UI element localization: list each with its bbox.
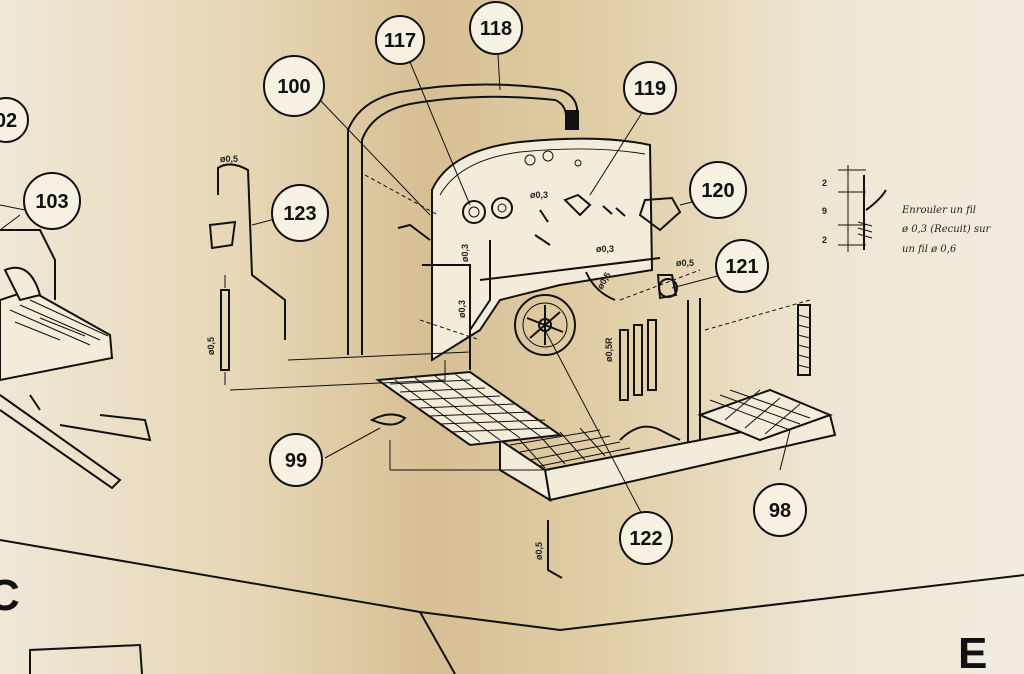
winding-note-line3: un fil ø 0,6 [902,244,957,255]
winding-detail: 2 9 2 Enrouler un fil ø 0,3 (Recuit) sur… [822,165,992,255]
dim-label: ø0,5 [534,542,544,560]
section-letter-e: E [958,629,987,674]
callout-circle [263,55,325,117]
coil-part [797,304,811,376]
callout-100: 100 [263,55,325,117]
callout-circle [375,15,425,65]
callout-circle [623,61,677,115]
callout-label: 02 [0,110,17,132]
callout-bubbles: 100 117 118 119 120 121 122 123 99 98 103 02 [0,1,807,565]
section-letter-c: C [0,571,20,620]
pressure-gauges [462,197,513,224]
winding-note-line1: Enrouler un fil [901,205,976,216]
dim-label: ø0,5 [206,337,216,355]
callout-120: 120 [689,161,747,219]
callout-circle [0,97,29,143]
dim-label: ø0,3 [460,244,470,262]
callout-label: 103 [35,191,68,213]
callout-label: 123 [283,203,316,225]
section-divider: C E [0,539,1024,674]
assembly-guides [364,174,811,341]
dimension-labels: ø0,5 ø0,5 ø0,3 ø0,3 ø0,3 ø0,3 ø0,5 ø0,5 … [206,154,694,560]
callout-122: 122 [619,511,673,565]
callout-label: 98 [769,500,791,522]
leader-lines [0,54,791,521]
dim-label: ø0,5 [676,258,694,268]
water-gauge-pipes [619,278,701,450]
winding-dim-mid: 9 [822,206,827,216]
callout-121: 121 [715,239,769,293]
callout-label: 117 [384,30,416,52]
drain-pipe [547,520,563,579]
dim-label: ø0,3 [457,300,467,318]
winding-note-line2: ø 0,3 (Recuit) sur [901,224,992,235]
dim-label: ø0,3 [530,190,548,200]
lubricator-part [656,274,678,300]
cab-floor [369,370,563,447]
callout-119: 119 [623,61,677,115]
callout-label: 120 [701,180,734,202]
callout-123: 123 [271,184,329,242]
whistle-linkage [208,163,286,385]
callout-102: 02 [0,97,29,143]
callout-circle [469,1,523,55]
winding-dim-bot: 2 [822,235,827,245]
callout-circle [23,172,81,230]
callout-circle [619,511,673,565]
left-partial-assembly [0,204,152,490]
callout-circle [269,433,323,487]
callout-circle [753,483,807,537]
callout-label: 99 [285,450,307,472]
callout-98: 98 [753,483,807,537]
callout-label: 118 [480,18,512,40]
callout-label: 122 [629,528,662,550]
callout-118: 118 [469,1,523,55]
cab-roof [347,83,579,355]
callout-99: 99 [269,433,323,487]
winding-dim-top: 2 [822,178,827,188]
callout-label: 121 [725,256,758,278]
callout-103: 103 [23,172,81,230]
dim-label: ø0,5R [604,337,614,362]
cab-pipes [422,240,661,370]
dim-label: ø0,5 [220,154,238,164]
dim-label: ø0,3 [596,244,614,254]
callout-circle [689,161,747,219]
valve-fittings [397,193,682,301]
callout-label: 119 [634,78,666,100]
callout-label: 100 [277,76,310,98]
callout-circle [271,184,329,242]
callout-circle [715,239,769,293]
reverser-wheel [514,294,576,356]
callout-117: 117 [375,15,425,65]
